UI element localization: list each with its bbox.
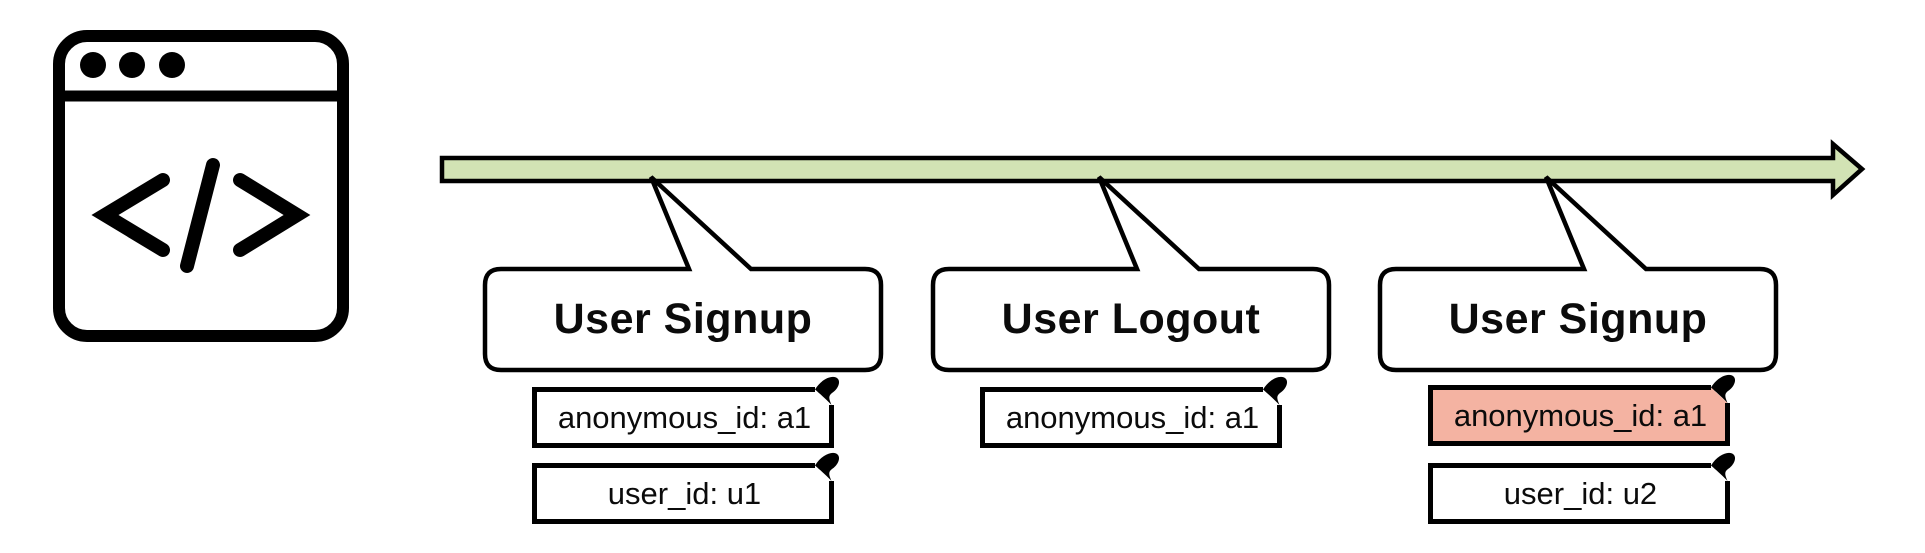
property-note-anonymous-id-2: anonymous_id: a1 [980, 376, 1288, 448]
property-note-label: anonymous_id: a1 [1005, 399, 1260, 435]
property-note-anonymous-id-3-highlighted: anonymous_id: a1 [1428, 374, 1736, 446]
event-callout-user-signup-1: User Signup [482, 175, 884, 373]
property-note-anonymous-id-1: anonymous_id: a1 [532, 376, 840, 448]
browser-window-icon [53, 30, 349, 342]
browser-code-icon [53, 30, 349, 342]
event-callout-user-logout: User Logout [930, 175, 1332, 373]
folded-corner-icon [1263, 376, 1288, 405]
event-callout-user-signup-2: User Signup [1377, 175, 1779, 373]
property-note-user-id-2: user_id: u2 [1428, 452, 1736, 524]
note-body-shape [532, 463, 834, 524]
callout-bubble-shape [1377, 175, 1779, 373]
property-note-label: anonymous_id: a1 [1453, 397, 1708, 433]
property-note-label: user_id: u1 [607, 475, 762, 511]
event-label: User Signup [553, 295, 813, 343]
note-body-shape [1428, 385, 1730, 446]
event-label: User Logout [1001, 295, 1261, 343]
event-label: User Signup [1448, 295, 1708, 343]
property-note-label: user_id: u2 [1503, 475, 1658, 511]
timeline-arrow-shape [439, 139, 1866, 201]
callout-bubble-shape [482, 175, 884, 373]
folded-corner-icon [1711, 374, 1736, 403]
property-note-user-id-1: user_id: u1 [532, 452, 840, 524]
note-body-shape [980, 387, 1282, 448]
callout-bubble-shape [930, 175, 1332, 373]
note-body-shape [532, 387, 834, 448]
code-glyph-icon [91, 158, 311, 273]
folded-corner-icon [1711, 452, 1736, 481]
note-body-shape [1428, 463, 1730, 524]
timeline-arrow [430, 135, 1875, 205]
browser-dots-icon [80, 52, 185, 78]
property-note-label: anonymous_id: a1 [557, 399, 812, 435]
folded-corner-icon [815, 452, 840, 481]
folded-corner-icon [815, 376, 840, 405]
